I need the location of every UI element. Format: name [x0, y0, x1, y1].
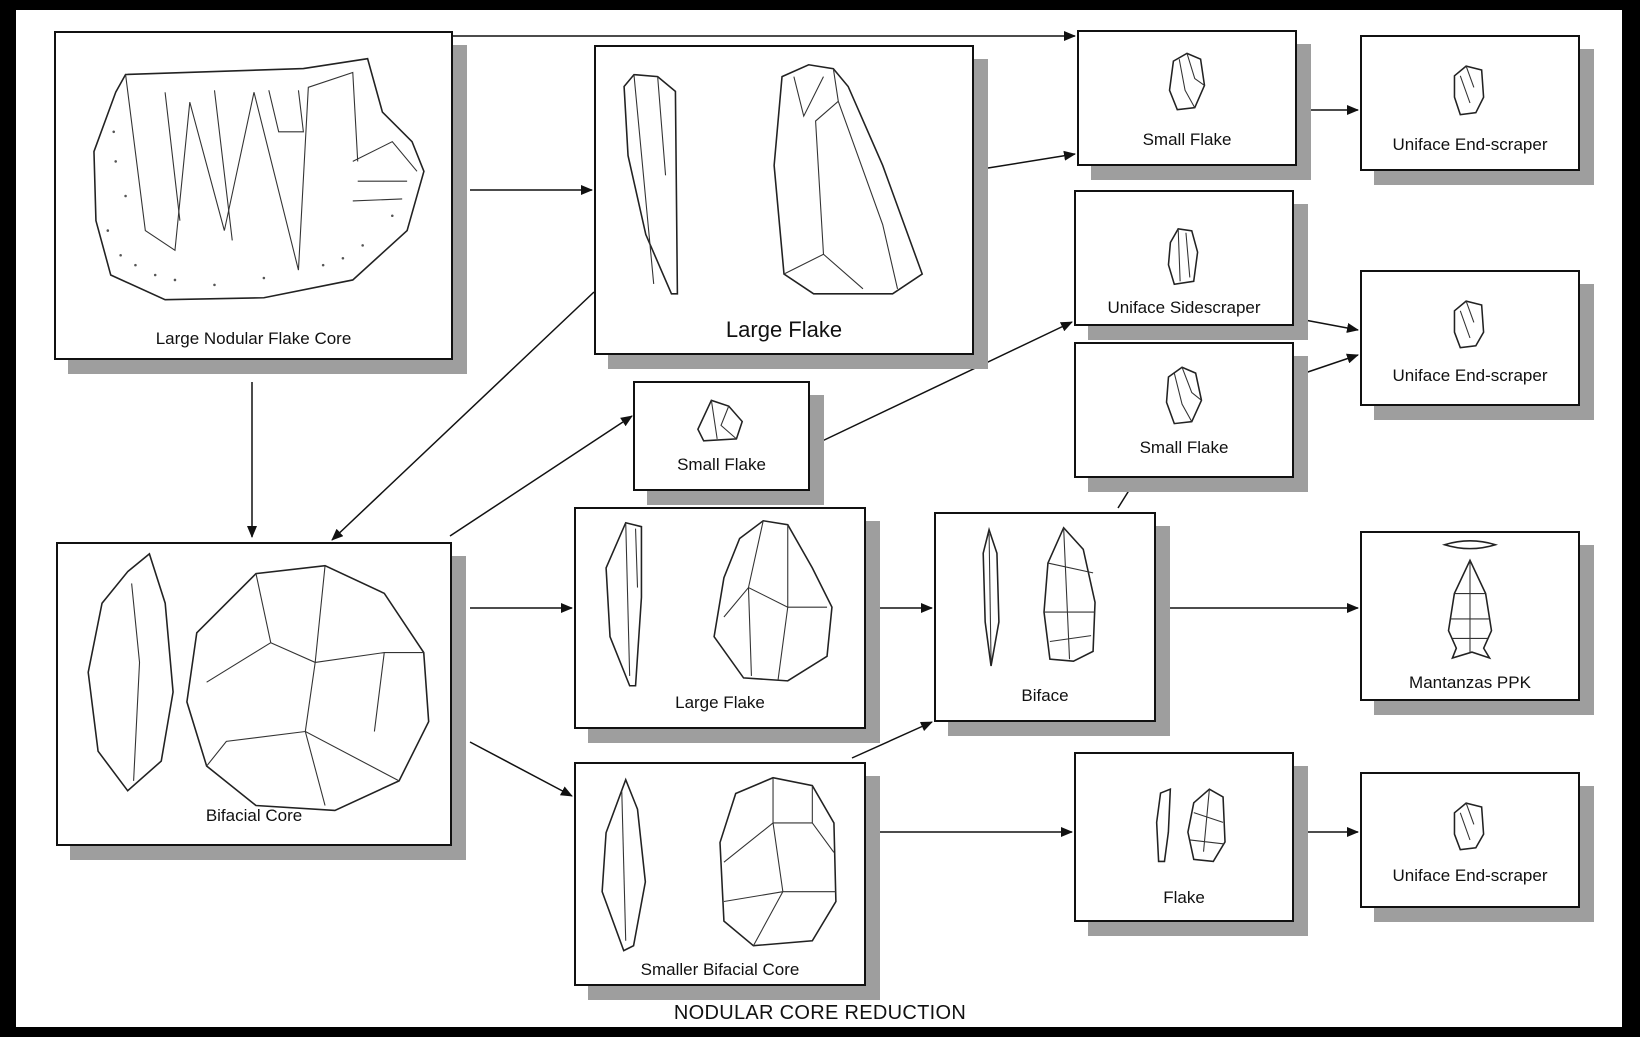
- diagram-caption: NODULAR CORE REDUCTION: [673, 1002, 967, 1024]
- nodular-core-illustration: [93, 57, 425, 301]
- smaller-bifacial-core-illustration: [601, 776, 837, 952]
- arrow-smaller-core-to-biface: [851, 721, 933, 759]
- node-small-flake-right: Small Flake: [1074, 342, 1294, 478]
- label-large-flake-top: Large Flake: [725, 317, 843, 342]
- arrow-small-flake-right-to-end-scraper-2: [1295, 353, 1359, 377]
- cortex-stipple: [106, 130, 394, 287]
- node-small-flake-mid: Small Flake: [633, 381, 810, 491]
- label-large-flake-mid: Large Flake: [675, 693, 765, 712]
- end-scraper-1-illustration: [1453, 65, 1485, 116]
- arrow-large-flake-to-small-flake: [987, 150, 1076, 169]
- end-scraper-2-illustration: [1453, 300, 1485, 349]
- node-mantanzas-ppk: Mantanzas PPK: [1360, 531, 1580, 701]
- label-flake: Flake: [1163, 888, 1205, 907]
- label-small-flake-right: Small Flake: [1139, 438, 1229, 457]
- label-biface: Biface: [1021, 686, 1069, 705]
- node-smaller-bifacial-core: Smaller Bifacial Core: [574, 762, 866, 986]
- label-mantanzas-ppk: Mantanzas PPK: [1409, 673, 1531, 692]
- label-bifacial-core: Bifacial Core: [205, 806, 303, 825]
- label-large-nodular-flake-core: Large Nodular Flake Core: [155, 329, 352, 348]
- arrow-bifacial-core-to-small-flake-mid: [449, 415, 633, 537]
- small-flake-mid-illustration: [697, 399, 744, 442]
- label-uniface-end-scraper-2: Uniface End-scraper: [1392, 366, 1548, 385]
- large-flake-illustration: [623, 63, 924, 295]
- large-flake-mid-illustration: [605, 519, 833, 687]
- node-large-flake-top: Large Flake: [594, 45, 974, 355]
- end-scraper-3-illustration: [1453, 802, 1485, 851]
- arrow-biface-to-small-flake-right: [1117, 475, 1139, 509]
- label-uniface-end-scraper-1: Uniface End-scraper: [1392, 135, 1548, 154]
- sidescraper-illustration: [1167, 228, 1199, 286]
- label-uniface-sidescraper: Uniface Sidescraper: [1107, 298, 1261, 317]
- label-smaller-bifacial-core: Smaller Bifacial Core: [640, 960, 800, 979]
- node-large-flake-mid: Large Flake: [574, 507, 866, 729]
- biface-illustration: [982, 526, 1096, 667]
- arrow-small-flake-mid-to-sidescraper: [817, 321, 1073, 444]
- arrow-bifacial-core-to-smaller-core: [469, 741, 573, 797]
- node-uniface-end-scraper-1: Uniface End-scraper: [1360, 35, 1580, 171]
- label-small-flake-top: Small Flake: [1142, 130, 1232, 149]
- node-biface: Biface: [934, 512, 1156, 722]
- mantanzas-point-illustration: [1441, 540, 1499, 660]
- node-bifacial-core: Bifacial Core: [56, 542, 452, 846]
- node-uniface-sidescraper: Uniface Sidescraper: [1074, 190, 1294, 326]
- small-flake-top-illustration: [1168, 52, 1206, 111]
- node-uniface-end-scraper-2: Uniface End-scraper: [1360, 270, 1580, 406]
- flake-illustration: [1155, 787, 1226, 863]
- arrow-sidescraper-to-end-scraper-2: [1293, 317, 1359, 333]
- bifacial-core-illustration: [87, 552, 430, 812]
- arrow-large-flake-to-bifacial-core: [331, 291, 595, 541]
- node-flake: Flake: [1074, 752, 1294, 922]
- node-large-nodular-flake-core: Large Nodular Flake Core: [54, 31, 453, 360]
- label-uniface-end-scraper-3: Uniface End-scraper: [1392, 866, 1548, 885]
- node-uniface-end-scraper-3: Uniface End-scraper: [1360, 772, 1580, 908]
- node-small-flake-top: Small Flake: [1077, 30, 1297, 166]
- label-small-flake-mid: Small Flake: [677, 455, 766, 474]
- small-flake-right-illustration: [1165, 366, 1203, 425]
